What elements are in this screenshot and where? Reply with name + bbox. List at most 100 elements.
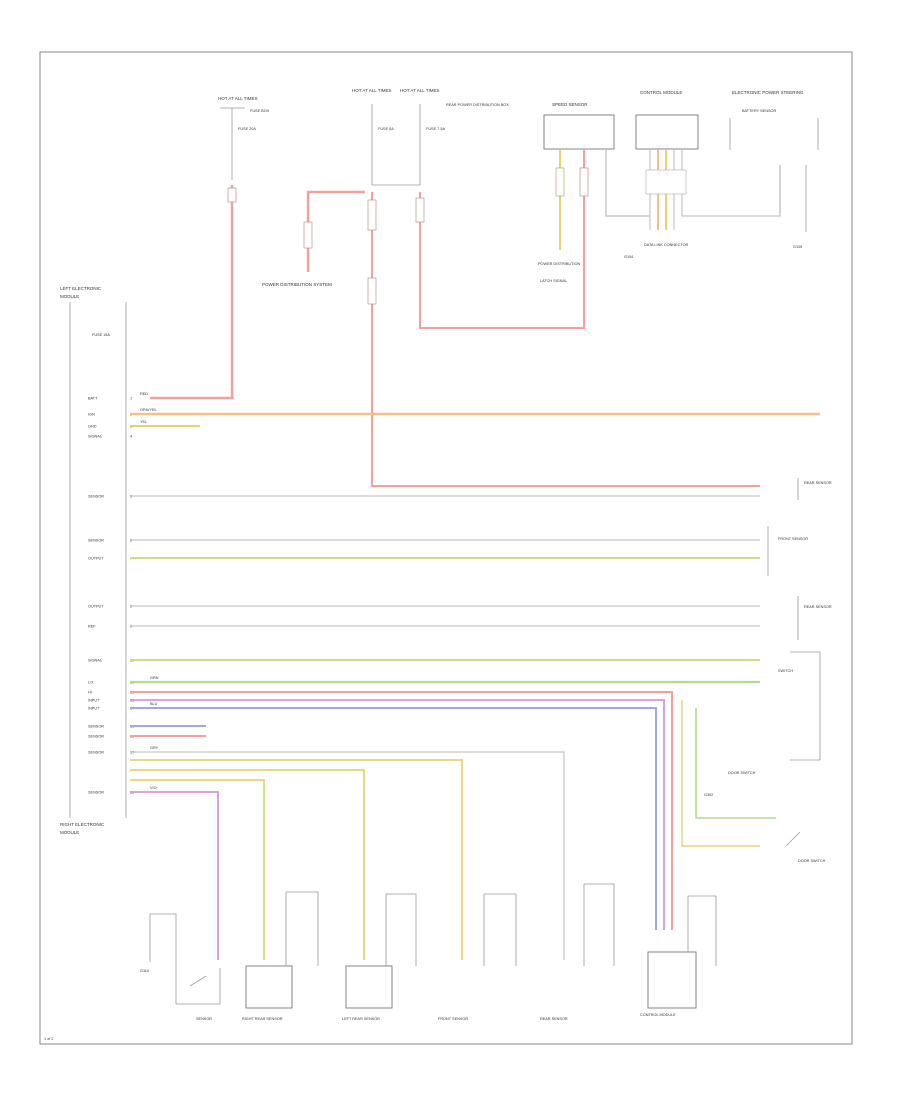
wire-green-right-loop xyxy=(695,708,776,819)
pin-label: SENSOR xyxy=(88,735,104,739)
pin-label: HI xyxy=(88,691,92,695)
switch-contact xyxy=(785,831,801,847)
bottom-comp6-label: CONTROL MODULE xyxy=(640,1013,676,1017)
pin-label: INPUT xyxy=(88,699,100,703)
hot-label-right: HOT AT ALL TIMES xyxy=(400,88,440,93)
wire-yellow-bundle-3 xyxy=(130,779,265,960)
wire-violet-bottom xyxy=(130,699,665,930)
wire-red-label: RED xyxy=(140,392,148,396)
connector-mid-b xyxy=(367,277,377,305)
bottom-comp3-label: LEFT REAR SENSOR xyxy=(342,1017,380,1021)
left-module-subtitle: MODULE xyxy=(60,294,79,299)
bottom-comp1-label: SENSOR xyxy=(196,1017,212,1021)
wire-red-left-supply xyxy=(150,185,234,400)
wire-red-mid-long xyxy=(371,192,760,487)
page-mark: 1 of 2 xyxy=(44,1037,54,1041)
bottom-comp5-label: REAR SENSOR xyxy=(540,1017,568,1021)
connector-sensor-b xyxy=(579,167,589,197)
ground-taps xyxy=(285,883,717,966)
control-module-label: CONTROL MODULE xyxy=(640,90,682,95)
speed-sensor-box xyxy=(543,114,615,150)
fuse-label-left: FUSE 20A xyxy=(238,127,256,131)
right-note-label: DOOR SWITCH xyxy=(798,859,826,863)
wire-green-label: GRN xyxy=(150,676,159,680)
right-module-d: SWITCH xyxy=(778,669,793,673)
pin-label: SENSOR xyxy=(88,751,104,755)
component-control-module xyxy=(647,951,697,1009)
bottom-comp2-label: RIGHT REAR SENSOR xyxy=(242,1017,283,1021)
component-switch xyxy=(175,968,221,1005)
wire-gray-bundle xyxy=(130,751,565,960)
fusebox-mid-note: REAR POWER DISTRIBUTION BOX xyxy=(446,103,509,107)
connector-control xyxy=(645,169,687,195)
left-module-bracket xyxy=(69,302,127,818)
bottom-comp4-label: FRONT SENSOR xyxy=(438,1017,468,1021)
hot-label-left: HOT AT ALL TIMES xyxy=(218,96,258,101)
pin-label: SIGNAL xyxy=(88,659,102,663)
data-link-label: DATA LINK CONNECTOR xyxy=(644,243,689,247)
hot-label-mid: HOT AT ALL TIMES xyxy=(352,88,392,93)
wire-switch-ground xyxy=(149,913,177,968)
fuse-label-right: FUSE 7.5A xyxy=(426,127,445,131)
right-module-label: ELECTRONIC POWER STEERING xyxy=(732,90,804,95)
ground-top-label: G104 xyxy=(624,255,633,259)
pin-number: 1 xyxy=(130,397,132,401)
connector-sensor-a xyxy=(555,167,565,197)
pin-label: BATT xyxy=(88,397,98,401)
wire-red-power-dist xyxy=(306,190,365,272)
left-module-pins: BATT1IGN2GND3SIGNAL4SENSOR5SENSOR6OUTPUT… xyxy=(88,397,134,795)
wire-blue-label: BLU xyxy=(150,702,158,706)
pin-label: SENSOR xyxy=(88,495,104,499)
left-module-footer-b: MODULE xyxy=(60,830,79,835)
right-module-b: FRONT SENSOR xyxy=(778,537,808,541)
pin-label: SENSOR xyxy=(88,791,104,795)
wire-gray-control xyxy=(605,150,650,217)
right-module-brackets xyxy=(767,478,821,761)
connector-power-dist xyxy=(303,221,313,249)
wire-blue-bottom xyxy=(130,707,657,930)
connector-left-top xyxy=(227,187,237,203)
control-module-box xyxy=(635,114,699,150)
wire-yellow-bundle-2 xyxy=(130,769,365,960)
note-left-b: LATCH SIGNAL xyxy=(540,279,567,283)
ground-right-label: G105 xyxy=(793,245,802,249)
pin-label: LO xyxy=(88,681,93,685)
right-module-bracket xyxy=(729,118,819,150)
wire-yellow-bundle-1 xyxy=(130,759,463,960)
component-left-rear-sensor xyxy=(345,965,393,1009)
fuse-holders-mid xyxy=(371,104,421,185)
pin-label: OUTPUT xyxy=(88,557,104,561)
speed-sensor-label: SPEED SENSOR xyxy=(552,102,588,107)
connector-mid-c xyxy=(415,197,425,223)
left-module-footer-a: RIGHT ELECTRONIC xyxy=(60,822,105,827)
wire-red-bottom xyxy=(130,691,673,930)
right-module-sub: BATTERY SENSOR xyxy=(742,109,776,113)
wire-gray-label: GRY xyxy=(150,746,159,750)
note-left-a: POWER DISTRIBUTION xyxy=(538,262,580,266)
component-right-rear-sensor xyxy=(245,965,293,1009)
wire-violet-bundle xyxy=(130,791,219,960)
pin-label: SIGNAL xyxy=(88,435,102,439)
pin-label: SENSOR xyxy=(88,539,104,543)
pin-label: OUTPUT xyxy=(88,605,104,609)
power-dist-label: POWER DISTRIBUTION SYSTEM xyxy=(262,282,332,287)
right-switch-label: DOOR SWITCH xyxy=(728,771,756,775)
left-module-title: LEFT ELECTRONIC xyxy=(60,286,102,291)
wire-gray-right-module xyxy=(779,165,807,232)
wire-gray-runs xyxy=(130,495,760,627)
pin-label: IGN xyxy=(88,413,95,417)
wire-yellow-label: YEL xyxy=(140,420,147,424)
fuse-holder-left xyxy=(220,107,245,180)
wire-violet-label: VIO xyxy=(150,786,157,790)
pin-label: SENSOR xyxy=(88,725,104,729)
connector-mid-a xyxy=(367,199,377,231)
right-module-a: REAR SENSOR xyxy=(804,481,832,485)
right-ground-label: G302 xyxy=(704,793,713,797)
pin-label: GND xyxy=(88,425,97,429)
pin-label: INPUT xyxy=(88,707,100,711)
diagram-frame xyxy=(39,51,853,1045)
bottom-ground-label: G110 xyxy=(140,969,149,973)
fuse-label-mid: FUSE 5A xyxy=(378,127,394,131)
wire-yellow-right-loop xyxy=(681,700,760,847)
